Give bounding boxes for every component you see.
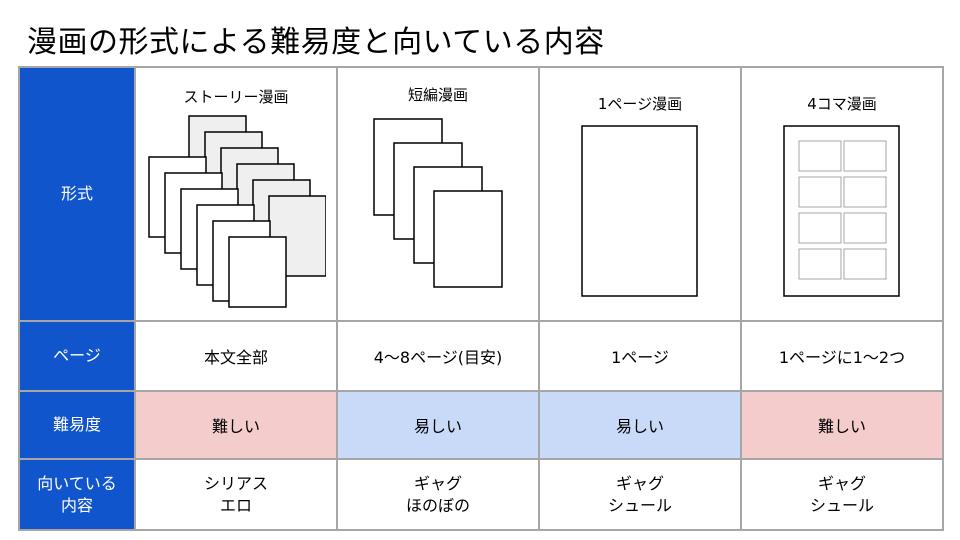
format-label: ストーリー漫画 — [183, 88, 289, 106]
difficulty-cell-hard: 難しい — [740, 390, 944, 460]
row-header-content-line2: 内容 — [60, 495, 93, 515]
row-header-pages: ページ — [18, 320, 136, 392]
content-item: ギャグ — [413, 473, 462, 493]
one-page-illustration — [581, 125, 698, 297]
content-item: エロ — [219, 495, 252, 515]
pages-cell: 1ページに1〜2つ — [740, 320, 944, 392]
row-header-content-line1: 向いている — [37, 473, 117, 493]
format-cell-4koma: 4コマ漫画 — [740, 66, 944, 322]
story-manga-pages-illustration — [148, 115, 326, 308]
page-title: 漫画の形式による難易度と向いている内容 — [27, 25, 605, 60]
format-label: 4コマ漫画 — [807, 95, 877, 113]
short-manga-pages-illustration — [373, 118, 503, 288]
row-header-content: 向いている 内容 — [18, 458, 136, 531]
content-item: ギャグ — [817, 473, 866, 493]
difficulty-cell-easy: 易しい — [538, 390, 742, 460]
content-row: 向いている 内容 シリアス エロ ギャグ ほのぼの ギャグ シュール ギャグ シ… — [18, 458, 944, 531]
format-label: 1ページ漫画 — [597, 95, 683, 113]
pages-cell: 1ページ — [538, 320, 742, 392]
difficulty-cell-easy: 易しい — [336, 390, 540, 460]
pages-cell: 本文全部 — [134, 320, 338, 392]
comparison-table: 形式 ストーリー漫画 — [18, 66, 944, 531]
pages-cell: 4〜8ページ(目安) — [336, 320, 540, 392]
content-item: シリアス — [203, 473, 268, 493]
content-cell: ギャグ ほのぼの — [336, 458, 540, 531]
content-item: シュール — [809, 495, 874, 515]
format-cell-story: ストーリー漫画 — [134, 66, 338, 322]
content-item: ほのぼの — [405, 495, 470, 515]
difficulty-cell-hard: 難しい — [134, 390, 338, 460]
content-cell: シリアス エロ — [134, 458, 338, 531]
content-item: ギャグ — [615, 473, 664, 493]
format-row: 形式 ストーリー漫画 — [18, 66, 944, 322]
row-header-difficulty: 難易度 — [18, 390, 136, 460]
content-item: シュール — [607, 495, 672, 515]
four-panel-illustration — [783, 125, 900, 297]
format-cell-onepage: 1ページ漫画 — [538, 66, 742, 322]
pages-row: ページ 本文全部 4〜8ページ(目安) 1ページ 1ページに1〜2つ — [18, 320, 944, 392]
format-cell-short: 短編漫画 — [336, 66, 540, 322]
row-header-format: 形式 — [18, 66, 136, 322]
content-cell: ギャグ シュール — [740, 458, 944, 531]
difficulty-row: 難易度 難しい 易しい 易しい 難しい — [18, 390, 944, 460]
content-cell: ギャグ シュール — [538, 458, 742, 531]
format-label: 短編漫画 — [407, 86, 468, 104]
